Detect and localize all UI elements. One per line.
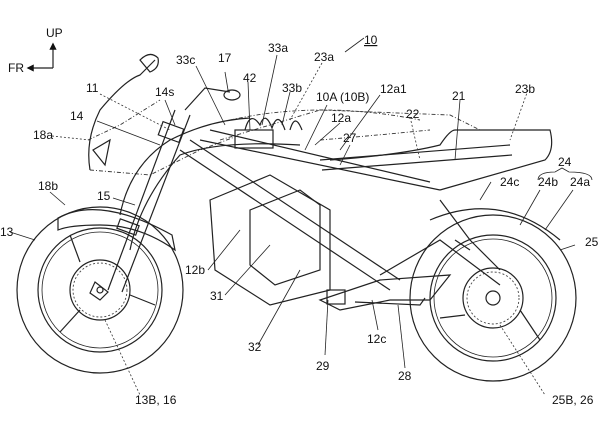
label-24c: 24c xyxy=(500,175,519,189)
label-23b: 23b xyxy=(515,82,535,96)
label-12c: 12c xyxy=(367,332,386,346)
label-33b: 33b xyxy=(282,81,302,95)
label-10a-10b: 10A (10B) xyxy=(316,90,369,104)
leader-lines xyxy=(9,37,576,396)
label-25b-26: 25B, 26 xyxy=(552,393,594,407)
orientation-indicator: UP FR xyxy=(8,26,63,75)
front-fork xyxy=(89,87,251,301)
label-24a: 24a xyxy=(570,175,590,189)
label-17: 17 xyxy=(218,51,232,65)
label-12a: 12a xyxy=(331,111,351,125)
label-33c: 33c xyxy=(176,53,195,67)
label-12b: 12b xyxy=(185,263,205,277)
label-24b: 24b xyxy=(538,175,558,189)
label-33a: 33a xyxy=(268,41,288,55)
label-10: 10 xyxy=(364,33,378,47)
front-cowl xyxy=(87,53,241,176)
label-18b: 18b xyxy=(38,179,58,193)
seat-tail xyxy=(319,129,553,191)
label-28: 28 xyxy=(398,369,412,383)
reference-labels: 10 11 14s 14 18a 18b 15 13 13B, 16 33c 1… xyxy=(0,33,599,407)
label-32: 32 xyxy=(248,340,262,354)
label-13b-16: 13B, 16 xyxy=(135,393,177,407)
label-25: 25 xyxy=(585,235,599,249)
label-21: 21 xyxy=(452,89,466,103)
up-label: UP xyxy=(46,26,63,40)
label-31: 31 xyxy=(210,289,224,303)
rear-wheel xyxy=(409,208,577,382)
brace-24 xyxy=(537,167,593,181)
label-42: 42 xyxy=(243,71,257,85)
main-frame xyxy=(179,129,513,311)
side-stand xyxy=(326,289,426,306)
label-27: 27 xyxy=(343,131,357,145)
front-wheel xyxy=(16,206,184,374)
front-label: FR xyxy=(8,61,24,75)
label-18a: 18a xyxy=(33,128,53,142)
label-12a1: 12a1 xyxy=(380,82,407,96)
wiring-harness xyxy=(129,117,303,251)
label-14s: 14s xyxy=(155,85,174,99)
label-15: 15 xyxy=(97,189,111,203)
label-14: 14 xyxy=(70,109,84,123)
label-13: 13 xyxy=(0,225,14,239)
label-22: 22 xyxy=(406,107,420,121)
label-23a: 23a xyxy=(314,50,334,64)
label-24: 24 xyxy=(558,155,572,169)
label-29: 29 xyxy=(316,359,330,373)
label-11: 11 xyxy=(86,81,99,95)
